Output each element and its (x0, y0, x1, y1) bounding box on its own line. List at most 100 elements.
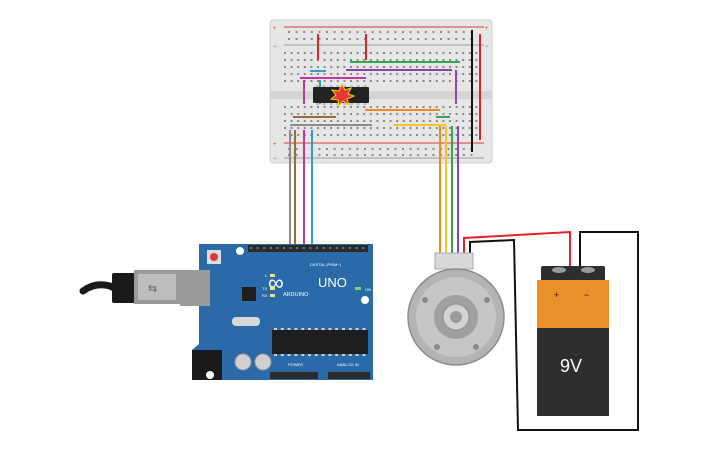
breadboard-hole (363, 113, 366, 115)
usb-cable[interactable]: ⇆ (79, 270, 180, 304)
breadboard-hole (323, 120, 326, 122)
burnout-warning-icon[interactable] (329, 82, 356, 108)
breadboard-hole (336, 59, 339, 61)
breadboard-hole (422, 127, 425, 129)
digital-header[interactable] (248, 245, 368, 252)
breadboard-hole (449, 127, 451, 129)
breadboard-hole (449, 52, 451, 54)
breadboard-hole (396, 73, 399, 75)
led-tx (270, 287, 275, 290)
breadboard-hole (323, 59, 326, 61)
breadboard-hole (333, 38, 336, 40)
breadboard-hole (416, 113, 418, 115)
breadboard-hole (356, 59, 359, 61)
atmega-pin (342, 354, 345, 356)
breadboard-hole (336, 66, 339, 68)
breadboard-hole (284, 134, 286, 136)
chip-pin (350, 103, 353, 105)
breadboard-hole (379, 31, 382, 33)
battery-terminal-minus[interactable] (581, 267, 595, 273)
breadboard-hole (386, 154, 389, 156)
breadboard-hole (396, 106, 399, 108)
breadboard-hole (383, 52, 385, 54)
breadboard-hole (343, 80, 346, 82)
breadboard-hole (303, 52, 306, 54)
wire-red-battery[interactable] (463, 230, 571, 270)
mount-hole (236, 247, 244, 255)
breadboard-hole (389, 127, 392, 129)
power-header[interactable] (270, 372, 318, 379)
breadboard-hole (323, 134, 326, 136)
battery-voltage-label: 9V (560, 356, 582, 376)
breadboard-hole (350, 106, 352, 108)
breadboard-hole (462, 52, 465, 54)
breadboard-hole (422, 80, 425, 82)
breadboard-hole (417, 31, 420, 33)
analog-header[interactable] (328, 372, 370, 379)
atmega-pin (301, 328, 305, 330)
breadboard-hole (348, 148, 351, 150)
dc-motor[interactable] (407, 252, 505, 366)
motor-screw (473, 344, 479, 350)
breadboard-hole (356, 80, 359, 82)
breadboard-jumpers (290, 30, 481, 152)
breadboard-hole (402, 127, 405, 129)
breadboard-hole (297, 66, 300, 68)
bb-minus-tr: − (485, 44, 489, 50)
breadboard-hole (409, 73, 412, 75)
breadboard-hole (323, 106, 326, 108)
breadboard-hole (416, 59, 418, 61)
breadboard[interactable]: + − + − + − (269, 19, 493, 164)
breadboard-hole (422, 66, 425, 68)
bb-plus-tr: + (485, 26, 489, 32)
breadboard-hole (290, 134, 293, 136)
breadboard-hole (455, 38, 458, 40)
breadboard-hole (317, 134, 319, 136)
atmega-pin (301, 354, 305, 356)
breadboard-hole (343, 134, 346, 136)
breadboard-hole (348, 31, 351, 33)
breadboard-hole (402, 73, 405, 75)
battery-9v[interactable]: + − 9V (537, 266, 609, 416)
breadboard-hole (447, 148, 450, 150)
breadboard-hole (350, 127, 352, 129)
breadboard-hole (416, 134, 418, 136)
breadboard-hole (394, 148, 397, 150)
battery-terminal-plus[interactable] (552, 267, 566, 273)
chip-pin (356, 85, 360, 87)
breadboard-hole (389, 120, 392, 122)
breadboard-hole (333, 154, 336, 156)
atmega-pin (328, 328, 332, 330)
breadboard-hole (356, 127, 359, 129)
breadboard-hole (330, 134, 333, 136)
breadboard-hole (409, 52, 412, 54)
reset-button-cap[interactable] (210, 253, 218, 261)
atmega-pin (308, 328, 311, 330)
arduino-uno[interactable]: ∞ ARDUINO UNO DIGITAL (PWM~) ON L TX RX … (180, 244, 373, 380)
breadboard-hole (462, 148, 465, 150)
on-led (355, 287, 361, 290)
driver-ic-chip[interactable] (313, 82, 369, 108)
breadboard-hole (356, 52, 359, 54)
atmega-pin (342, 328, 345, 330)
header-pin (283, 247, 285, 249)
led-rx-label: RX (262, 293, 268, 298)
breadboard-hole (435, 134, 438, 136)
breadboard-hole (310, 66, 313, 68)
chip-pin (343, 85, 347, 87)
breadboard-hole (376, 73, 379, 75)
motor-screw (484, 297, 490, 303)
header-pin (322, 247, 325, 249)
breadboard-hole (409, 127, 412, 129)
breadboard-hole (402, 66, 405, 68)
breadboard-hole (376, 52, 379, 54)
breadboard-hole (379, 154, 382, 156)
wire-black-battery[interactable] (469, 231, 639, 431)
breadboard-hole (348, 38, 351, 40)
breadboard-hole (389, 66, 392, 68)
breadboard-hole (455, 113, 458, 115)
breadboard-hole (416, 73, 418, 75)
breadboard-hole (323, 80, 326, 82)
breadboard-hole (336, 73, 339, 75)
breadboard-hole (409, 80, 412, 82)
